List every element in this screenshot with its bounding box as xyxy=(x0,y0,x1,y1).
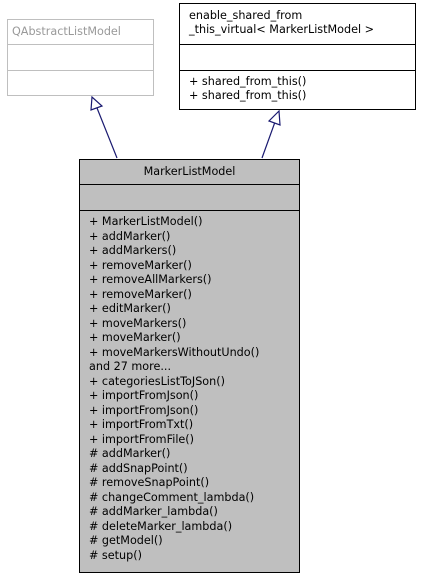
operation: # deleteMarker_lambda() xyxy=(89,519,233,533)
operation: + importFromJson() xyxy=(89,389,199,402)
operation: # getModel() xyxy=(89,534,163,547)
class-name: MarkerListModel xyxy=(143,165,236,178)
arrowhead-qabstractlistmodel xyxy=(90,95,104,111)
operation: # changeComment_lambda() xyxy=(89,490,255,504)
operation: + editMarker() xyxy=(89,302,171,315)
operation: + MarkerListModel() xyxy=(89,215,203,228)
operation: + removeMarker() xyxy=(89,287,192,301)
class-markerlistmodel: MarkerListModel + MarkerListModel() + ad… xyxy=(79,159,300,573)
operation: + removeMarker() xyxy=(89,258,192,272)
operation: + moveMarkers() xyxy=(89,316,187,330)
operation: + addMarker() xyxy=(89,229,171,243)
class-qabstractlistmodel: QAbstractListModel xyxy=(7,19,154,96)
operation: + categoriesListToJSon() xyxy=(89,374,225,388)
operation: # removeSnapPoint() xyxy=(89,476,210,489)
operations-divider xyxy=(180,70,415,71)
edge-enable-shared xyxy=(261,121,276,159)
operation: + moveMarker() xyxy=(89,331,181,344)
operation: + shared_from_this() xyxy=(189,89,307,102)
operation: # addMarker_lambda() xyxy=(89,505,218,518)
attributes-divider xyxy=(180,44,415,45)
class-name-line-1: enable_shared_from xyxy=(189,9,303,22)
operation: # addSnapPoint() xyxy=(89,461,188,475)
arrowhead-enable-shared xyxy=(267,109,281,126)
operation: + importFromJson() xyxy=(89,403,199,417)
more-operations-note: and 27 more... xyxy=(89,360,172,373)
operations-divider xyxy=(8,70,153,71)
operation: # addMarker() xyxy=(89,447,171,460)
edge-qabstractlistmodel xyxy=(96,107,118,159)
operation: + importFromFile() xyxy=(89,432,195,446)
attributes-divider xyxy=(8,44,153,45)
operation: # setup() xyxy=(89,548,142,562)
attributes-divider xyxy=(80,184,299,185)
class-name: QAbstractListModel xyxy=(12,25,121,38)
operation: + removeAllMarkers() xyxy=(89,273,212,286)
class-enable-shared-from-this-virtual: enable_shared_from _this_virtual< Marker… xyxy=(179,3,416,110)
operation: + importFromTxt() xyxy=(89,418,194,431)
operation: + addMarkers() xyxy=(89,244,177,257)
class-name-line-2: _this_virtual< MarkerListModel > xyxy=(189,23,375,36)
operations-divider xyxy=(80,210,299,211)
operation: + shared_from_this() xyxy=(189,75,307,88)
operation: + moveMarkersWithoutUndo() xyxy=(89,345,260,359)
